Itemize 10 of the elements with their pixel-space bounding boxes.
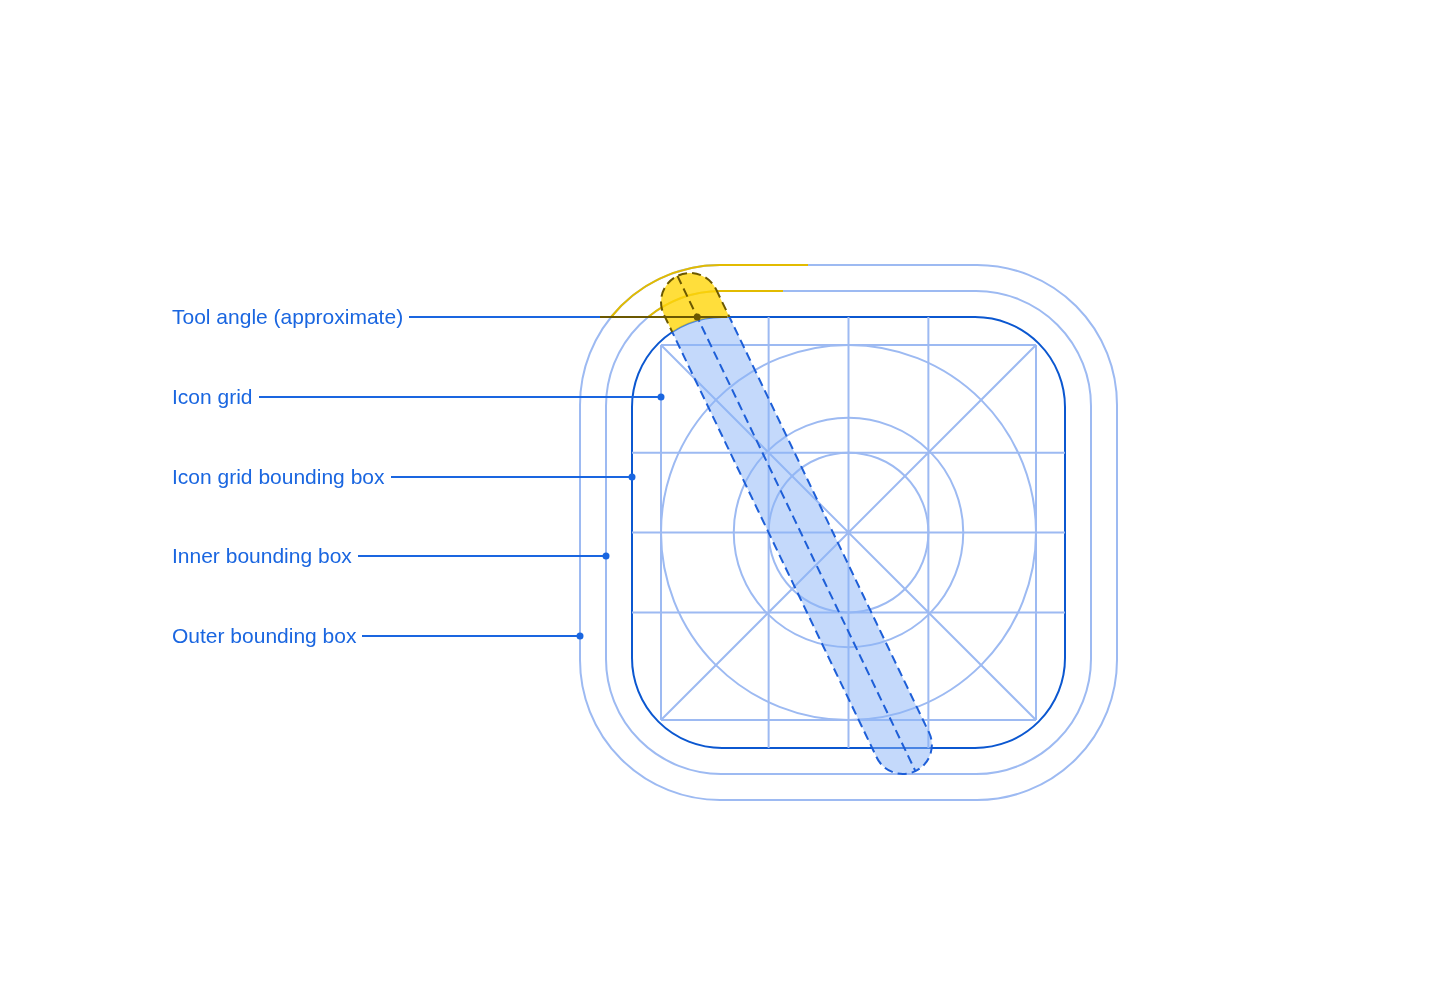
leader-line: [357, 552, 610, 560]
callout-label: Outer bounding box: [172, 623, 357, 649]
leader-line: [408, 313, 701, 321]
callout-label: Icon grid: [172, 384, 253, 410]
callout-label: Inner bounding box: [172, 543, 352, 569]
callout-label: Icon grid bounding box: [172, 464, 385, 490]
leader-line: [258, 393, 665, 401]
callout-label: Tool angle (approximate): [172, 304, 404, 330]
leader-line: [361, 632, 584, 640]
leader-line: [390, 473, 636, 481]
